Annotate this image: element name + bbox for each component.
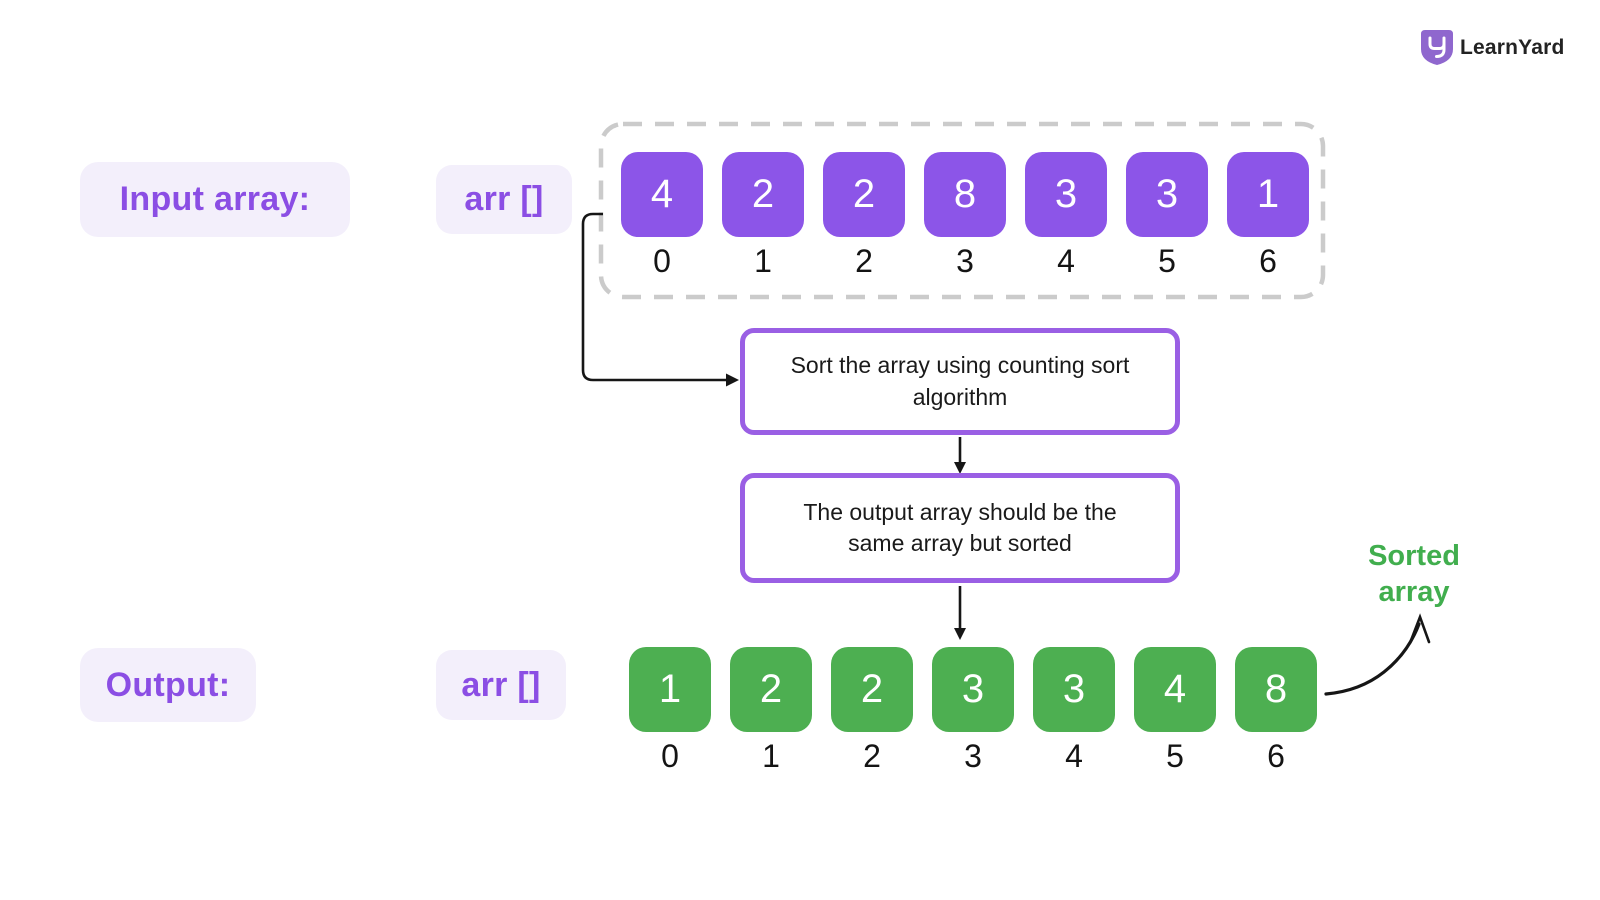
input-array-cell: 2 [823, 152, 905, 237]
output-index-label: 4 [1065, 738, 1083, 774]
sorted-array-curved-arrow [1324, 613, 1431, 696]
output-array-cell: 4 [1134, 647, 1216, 732]
input-index-row: 0 1 2 3 4 5 6 [621, 243, 1309, 280]
input-array-cell: 2 [722, 152, 804, 237]
input-index-label: 3 [956, 243, 974, 279]
output-index-label: 3 [964, 738, 982, 774]
input-index-label: 1 [754, 243, 772, 279]
input-to-step1-arrow [581, 212, 739, 387]
input-array-cell: 4 [621, 152, 703, 237]
output-array-cell: 2 [730, 647, 812, 732]
output-array-cell: 3 [932, 647, 1014, 732]
input-index-label: 5 [1158, 243, 1176, 279]
input-index-label: 0 [653, 243, 671, 279]
output-array-cell: 8 [1235, 647, 1317, 732]
output-index-label: 1 [762, 738, 780, 774]
output-index-label: 0 [661, 738, 679, 774]
output-arr-name: arr [] [436, 650, 566, 720]
output-label: Output: [80, 648, 256, 722]
output-array-cell: 2 [831, 647, 913, 732]
step2-to-output-arrow [954, 586, 966, 640]
output-array-cell: 1 [629, 647, 711, 732]
learnyard-logo: LearnYard [1421, 30, 1565, 65]
sorted-array-annotation: Sorted array [1368, 540, 1460, 609]
input-array-label: Input array: [80, 162, 350, 237]
output-index-label: 6 [1267, 738, 1285, 774]
output-index-label: 2 [863, 738, 881, 774]
step2-box: The output array should be the same arra… [740, 473, 1180, 583]
input-index-label: 4 [1057, 243, 1075, 279]
step1-box: Sort the array using counting sort algor… [740, 328, 1180, 435]
input-index-label: 6 [1259, 243, 1277, 279]
output-index-row: 0 1 2 3 4 5 6 [629, 738, 1317, 775]
output-index-label: 5 [1166, 738, 1184, 774]
input-index-label: 2 [855, 243, 873, 279]
step1-to-step2-arrow [954, 437, 966, 474]
input-array-cell: 3 [1126, 152, 1208, 237]
input-arr-name: arr [] [436, 165, 572, 234]
input-array-cell: 1 [1227, 152, 1309, 237]
input-array-cell: 8 [924, 152, 1006, 237]
logo-text: LearnYard [1460, 35, 1565, 59]
output-array-row: 1 2 2 3 3 4 8 [629, 647, 1317, 732]
input-array-cell: 3 [1025, 152, 1107, 237]
output-array-cell: 3 [1033, 647, 1115, 732]
input-array-row: 4 2 2 8 3 3 1 [621, 152, 1309, 237]
learnyard-shield-icon [1421, 30, 1453, 65]
